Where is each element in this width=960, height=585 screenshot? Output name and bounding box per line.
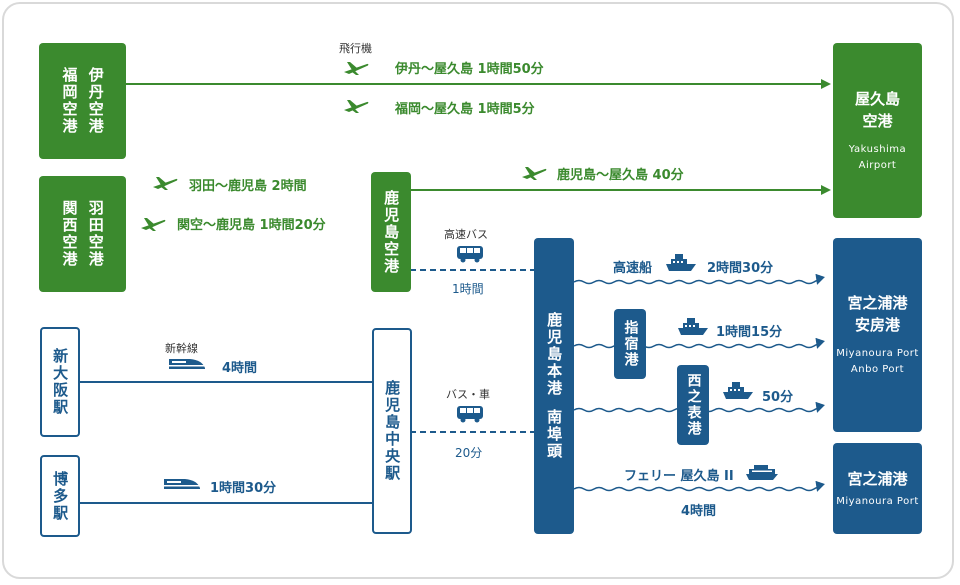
airplane-icon <box>344 100 369 113</box>
airplane-icon <box>153 177 178 190</box>
highspeed-boat-icon <box>678 318 708 335</box>
node-kagoshima-chuo: 鹿児島中央駅 <box>372 328 412 534</box>
label-nishinoomote-time: 50分 <box>762 390 794 405</box>
node-shin-osaka: 新大阪駅 <box>40 327 80 437</box>
label-highspeed-time: 2時間30分 <box>707 261 774 276</box>
label-ferry-time: 4時間 <box>681 504 717 519</box>
label-itami-yakushima: 伊丹〜屋久島 1時間50分 <box>395 62 544 77</box>
ferry-caption: フェリー 屋久島 II <box>624 469 734 484</box>
node-miyanoura: 宮之浦港 Miyanoura Port <box>833 443 922 534</box>
node-ibusuki-port: 指宿港 <box>614 309 646 379</box>
box-fukuoka-itami: 伊丹空港 福岡空港 <box>39 43 126 159</box>
airplane-caption: 飛行機 <box>339 42 372 55</box>
node-hakata: 博多駅 <box>40 455 80 537</box>
node-kagoshima-airport: 鹿児島空港 <box>371 172 411 292</box>
sea-route-ferry <box>573 480 825 492</box>
shinkansen-icon <box>169 359 205 369</box>
node-itami-airport: 伊丹空港 <box>86 67 105 135</box>
bus-icon <box>457 406 483 423</box>
highspeed-boat-caption: 高速船 <box>613 261 653 276</box>
label-hakata-time: 1時間30分 <box>210 481 277 496</box>
label-kansai-kagoshima: 関空〜鹿児島 1時間20分 <box>177 218 326 233</box>
ferry-icon <box>746 465 778 480</box>
bus-icon <box>457 246 483 263</box>
diagram-frame <box>2 2 954 579</box>
shinkansen-caption: 新幹線 <box>165 342 198 355</box>
bus-car-time: 20分 <box>455 446 483 460</box>
airplane-icon <box>522 167 547 180</box>
node-haneda-airport: 羽田空港 <box>86 200 105 268</box>
bus-car-caption: バス・車 <box>446 388 490 401</box>
label-fukuoka-yakushima: 福岡〜屋久島 1時間5分 <box>395 102 535 117</box>
node-miyanoura-anbo: 宮之浦港 安房港 Miyanoura Port Anbo Port <box>833 238 922 432</box>
label-kagoshima-yakushima: 鹿児島〜屋久島 40分 <box>557 168 684 183</box>
node-fukuoka-airport: 福岡空港 <box>60 67 79 135</box>
sea-route-ibusuki <box>573 337 825 349</box>
node-kansai-airport: 関西空港 <box>60 200 79 268</box>
highspeed-boat-icon <box>723 382 753 399</box>
node-yakushima-airport: 屋久島 空港 Yakushima Airport <box>833 43 922 218</box>
label-ibusuki-time: 1時間15分 <box>716 325 783 340</box>
sea-route-highspeed <box>573 273 825 285</box>
highway-bus-time: 1時間 <box>452 282 484 296</box>
highway-bus-caption: 高速バス <box>444 228 488 241</box>
label-shin-osaka-time: 4時間 <box>222 361 258 376</box>
airplane-icon <box>141 218 166 231</box>
label-haneda-kagoshima: 羽田〜鹿児島 2時間 <box>189 179 307 194</box>
box-kansai-haneda: 羽田空港 関西空港 <box>39 176 126 292</box>
highspeed-boat-icon <box>666 254 696 271</box>
node-nishinoomote-port: 西之表港 <box>677 365 709 445</box>
airplane-icon <box>344 62 369 75</box>
shinkansen-icon <box>164 479 200 489</box>
node-kagoshima-port: 鹿児島本港 南埠頭 <box>534 238 574 534</box>
